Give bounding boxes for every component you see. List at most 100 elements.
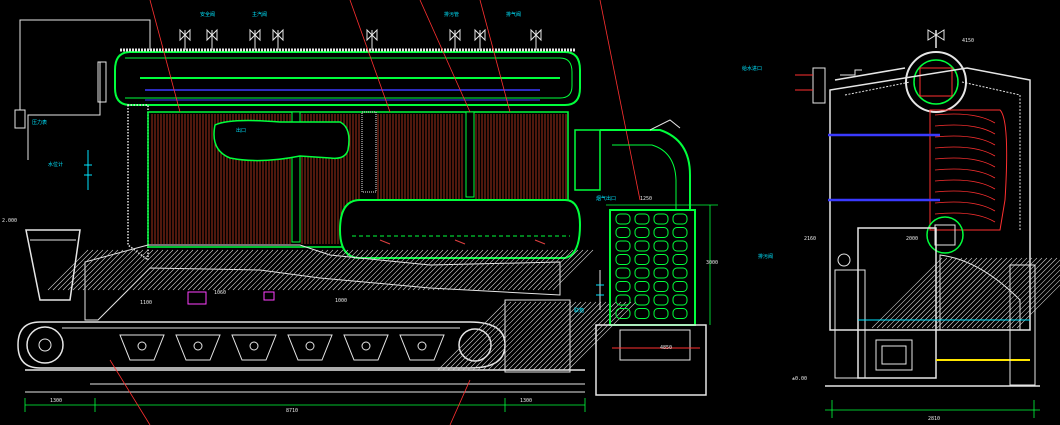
label-left-level: 2.000 [2, 218, 18, 224]
smoke-box [213, 119, 350, 162]
air-box-damper [361, 341, 371, 351]
air-box [399, 334, 445, 361]
valve-body [474, 28, 486, 42]
hatch-line [112, 249, 154, 291]
hatch-line [871, 257, 943, 329]
hatch-line [492, 301, 562, 371]
hatch-line [312, 249, 354, 291]
hatch-line [337, 249, 379, 291]
econ-coil [634, 227, 650, 238]
hatch-line [432, 249, 474, 291]
label-dim-bottom-mid: 8710 [286, 408, 299, 414]
air-box [175, 334, 221, 361]
tube-curve [934, 124, 996, 135]
hatch-line [547, 301, 617, 371]
air-box-damper [249, 341, 259, 351]
hatch-line [891, 257, 963, 329]
hatch-line [287, 249, 329, 291]
hatch-line [916, 257, 988, 329]
label-drum-inner-3: 出口 [236, 128, 247, 134]
hatch-line [517, 301, 587, 371]
hatch-line [981, 257, 1053, 329]
valve-body [366, 28, 378, 42]
hatch-line [262, 249, 304, 291]
hatch-line [497, 301, 567, 371]
hatch-line [182, 249, 224, 291]
hatch-line [497, 249, 539, 291]
hatch-line [422, 249, 464, 291]
econ-coil [615, 227, 631, 238]
valve-body [206, 28, 218, 42]
air-box-damper [137, 341, 147, 351]
hatch-line [292, 249, 334, 291]
hatch-line [62, 249, 104, 291]
hatch-line [996, 264, 1060, 329]
econ-coil [672, 308, 688, 319]
hatch-line [362, 249, 404, 291]
economizer [574, 119, 718, 396]
hatch-line [1016, 284, 1060, 329]
hatch-line [137, 249, 179, 291]
econ-coil [615, 281, 631, 292]
hatch-line [142, 249, 184, 291]
hatch-line [921, 257, 993, 329]
air-box [231, 334, 277, 361]
hatch-line [447, 301, 517, 371]
valve-body [449, 28, 461, 42]
hatch-line [502, 301, 572, 371]
hatch-line [257, 249, 299, 291]
tube-curve [934, 113, 996, 124]
hatch-line [991, 259, 1060, 329]
hatch-line [966, 257, 1038, 329]
hatch-line [327, 249, 369, 291]
tube-curve [934, 212, 996, 223]
hatch-line [906, 257, 978, 329]
hatch-line [157, 249, 199, 291]
label-dim-bottom-left: 1300 [50, 398, 63, 404]
hatch-line [52, 249, 94, 291]
hatch-line [152, 249, 194, 291]
hatch-line [467, 301, 537, 371]
econ-coil [653, 213, 669, 225]
econ-coil [672, 227, 688, 238]
label-right-width: 2810 [928, 416, 941, 422]
hatch-line [1006, 274, 1060, 329]
hatch-line [462, 249, 504, 291]
hatch-line [382, 249, 424, 291]
hatch-line [881, 257, 953, 329]
econ-coil [653, 281, 669, 292]
hatch-line [147, 249, 189, 291]
econ-coil [672, 281, 688, 292]
hatch-line [107, 249, 149, 291]
hatch-line [477, 301, 547, 371]
hatch-line [87, 249, 129, 291]
hatch-line [267, 249, 309, 291]
hatch-line [297, 249, 339, 291]
hatch-line [57, 249, 99, 291]
hatch-line [896, 257, 968, 329]
label-furnace-2: 1060 [214, 290, 227, 296]
hatch-line [1001, 269, 1060, 329]
hatch-line [332, 249, 374, 291]
hatch-line [127, 249, 169, 291]
econ-coil [615, 294, 631, 306]
hatch-line [342, 249, 384, 291]
hatch-line [232, 249, 274, 291]
econ-coil [672, 213, 688, 225]
label-right-level-2: 2000 [906, 236, 919, 242]
hatch-line [901, 257, 973, 329]
economizer-coils [615, 213, 688, 319]
hatch-line [457, 301, 527, 371]
econ-coil [634, 294, 650, 306]
hatch-line [507, 249, 549, 291]
hatch-line [437, 249, 479, 291]
hatch-line [122, 249, 164, 291]
hatch-line [467, 249, 509, 291]
hatch-line [542, 301, 612, 371]
hatch-line [367, 249, 409, 291]
label-right-bottom: ±0.00 [792, 376, 808, 382]
hatch-line [567, 301, 637, 371]
right-tube-curves [934, 113, 996, 223]
label-lower-left: 1000 [335, 298, 348, 304]
